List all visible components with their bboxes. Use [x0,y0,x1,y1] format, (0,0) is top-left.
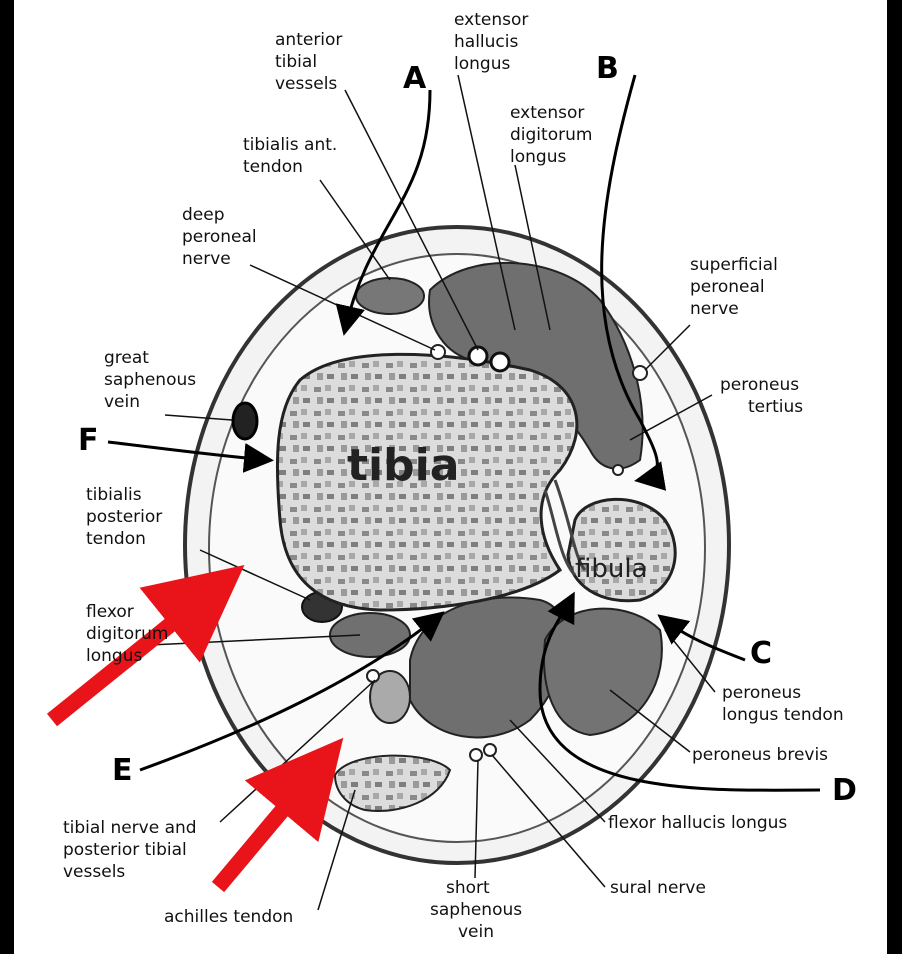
label-extensor-hallucis-longus: extensor hallucis longus [454,10,534,74]
fibula-label: fibula [575,554,648,584]
label-extensor-digitorum-longus: extensor digitorum longus [510,103,598,167]
label-flexor-digitorum-longus: flexor digitorum longus [86,602,174,666]
letter-c: C [750,636,772,671]
label-achilles-tendon: achilles tendon [164,907,293,927]
peroneal-vessel-dot [613,465,623,475]
sural-nerve-dot [484,744,496,756]
fibula-bone [568,499,675,600]
flexor-digitorum-shape [330,613,410,657]
label-tibialis-posterior-tendon: tibialis posterior tendon [86,485,168,549]
label-tibial-nerve-vessels: tibial nerve and posterior tibial vessel… [63,818,202,882]
label-great-saphenous-vein: great saphenous vein [104,348,202,412]
label-peroneus-brevis: peroneus brevis [692,745,828,765]
great-saphenous-vein-dot [233,403,257,439]
label-peroneus-tertius: peroneus tertius [720,375,805,417]
label-deep-peroneal-nerve: deep peroneal nerve [182,205,262,269]
label-superficial-peroneal-nerve: superficial peroneal nerve [690,255,783,319]
short-saphenous-vein-dot [470,749,482,761]
letter-b: B [596,51,619,86]
label-tibialis-ant-tendon: tibialis ant. tendon [243,135,343,177]
tibialis-ant-tendon-shape [356,278,424,314]
label-anterior-tibial-vessels: anterior tibial vessels [275,30,348,94]
label-sural-nerve: sural nerve [610,878,706,898]
label-short-saphenous-vein: short saphenous vein [430,878,528,942]
tibial-vessel-dot [367,670,379,682]
superficial-peroneal-nerve-dot [633,366,647,380]
deep-peroneal-nerve-dot [431,345,445,359]
anterior-tibial-vessel-2 [491,353,509,371]
letter-f: F [78,423,99,458]
label-peroneus-longus-tendon: peroneus longus tendon [722,683,844,725]
label-flexor-hallucis-longus: flexor hallucis longus [608,813,787,833]
tibia-label: tibia [347,440,459,491]
letter-d: D [832,773,857,808]
letter-a: A [403,61,427,96]
letter-e: E [112,753,133,788]
